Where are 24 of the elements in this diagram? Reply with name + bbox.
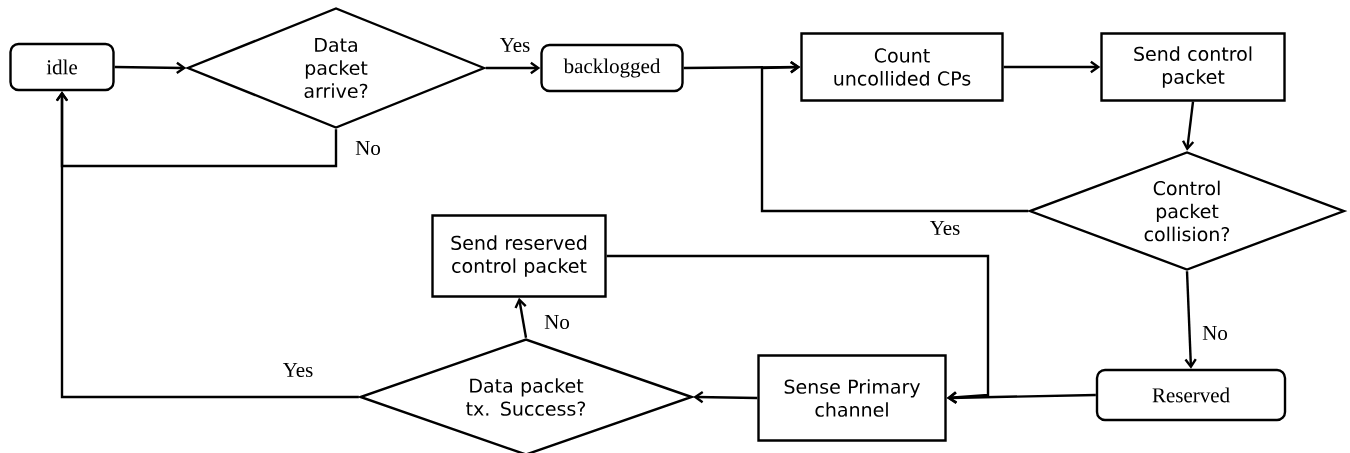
arrow bbox=[606, 254, 990, 404]
edge-label: No bbox=[1201, 325, 1229, 341]
arrow bbox=[485, 61, 541, 75]
edge-label: Yes bbox=[281, 362, 315, 378]
edge-label: Yes bbox=[928, 220, 962, 236]
arrow bbox=[760, 61, 1029, 213]
edge-label: No bbox=[543, 314, 571, 330]
edge-label: Yes bbox=[498, 37, 532, 53]
state-box: idle bbox=[9, 42, 115, 92]
state-box: Reserved bbox=[1095, 368, 1287, 422]
arrow bbox=[114, 61, 187, 75]
state-box: backlogged bbox=[540, 43, 684, 93]
edge-label: No bbox=[354, 140, 382, 156]
process-box: Send reserved control packet bbox=[431, 214, 607, 298]
process-box: Count uncollided CPs bbox=[800, 32, 1004, 102]
arrow bbox=[514, 297, 528, 338]
arrow bbox=[946, 391, 1096, 404]
arrow bbox=[55, 91, 359, 399]
arrow bbox=[1184, 271, 1197, 369]
arrow bbox=[693, 391, 758, 404]
arrow bbox=[1182, 101, 1195, 151]
arrow bbox=[1003, 60, 1101, 74]
process-box: Sense Primary channel bbox=[757, 354, 947, 442]
process-box: Send control packet bbox=[1100, 32, 1286, 102]
